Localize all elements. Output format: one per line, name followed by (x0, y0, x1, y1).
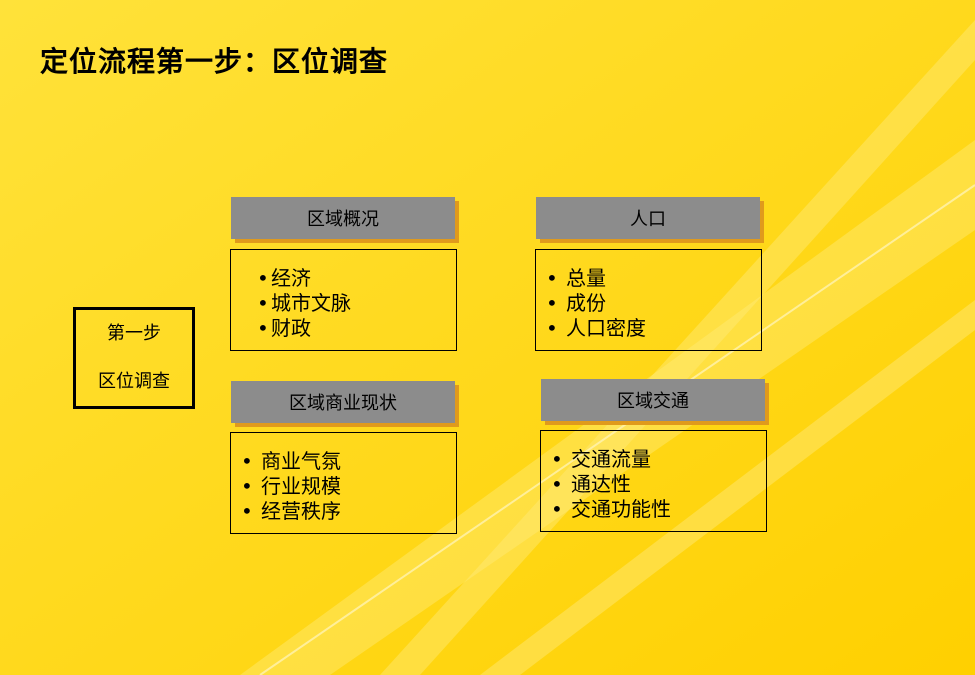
header-population: 人口 (536, 197, 760, 239)
list-item: •经济 (257, 266, 311, 290)
list-item: •人口密度 (546, 316, 646, 340)
header-commerce-status: 区域商业现状 (231, 381, 455, 423)
list-item: •经营秩序 (241, 499, 341, 523)
header-transport: 区域交通 (541, 379, 765, 421)
panel-transport: •交通流量 •通达性 •交通功能性 (540, 430, 767, 532)
list-item: •交通功能性 (551, 497, 671, 521)
list-item: •城市文脉 (257, 291, 351, 315)
list-item: •通达性 (551, 472, 631, 496)
step-label: 第一步 (107, 323, 161, 344)
list-item: •财政 (257, 316, 311, 340)
list-item: •成份 (546, 291, 606, 315)
list-item: •行业规模 (241, 474, 341, 498)
panel-commerce-status: •商业气氛 •行业规模 •经营秩序 (230, 432, 457, 534)
list-item: •商业气氛 (241, 449, 341, 473)
panel-regional-overview: •经济 •城市文脉 •财政 (230, 249, 457, 351)
panel-population: •总量 •成份 •人口密度 (535, 249, 762, 351)
step-box: 第一步 区位调查 (73, 307, 195, 409)
page-title: 定位流程第一步：区位调查 (40, 45, 389, 78)
step-name: 区位调查 (98, 371, 170, 392)
header-regional-overview: 区域概况 (231, 197, 455, 239)
list-item: •交通流量 (551, 447, 651, 471)
list-item: •总量 (546, 266, 606, 290)
